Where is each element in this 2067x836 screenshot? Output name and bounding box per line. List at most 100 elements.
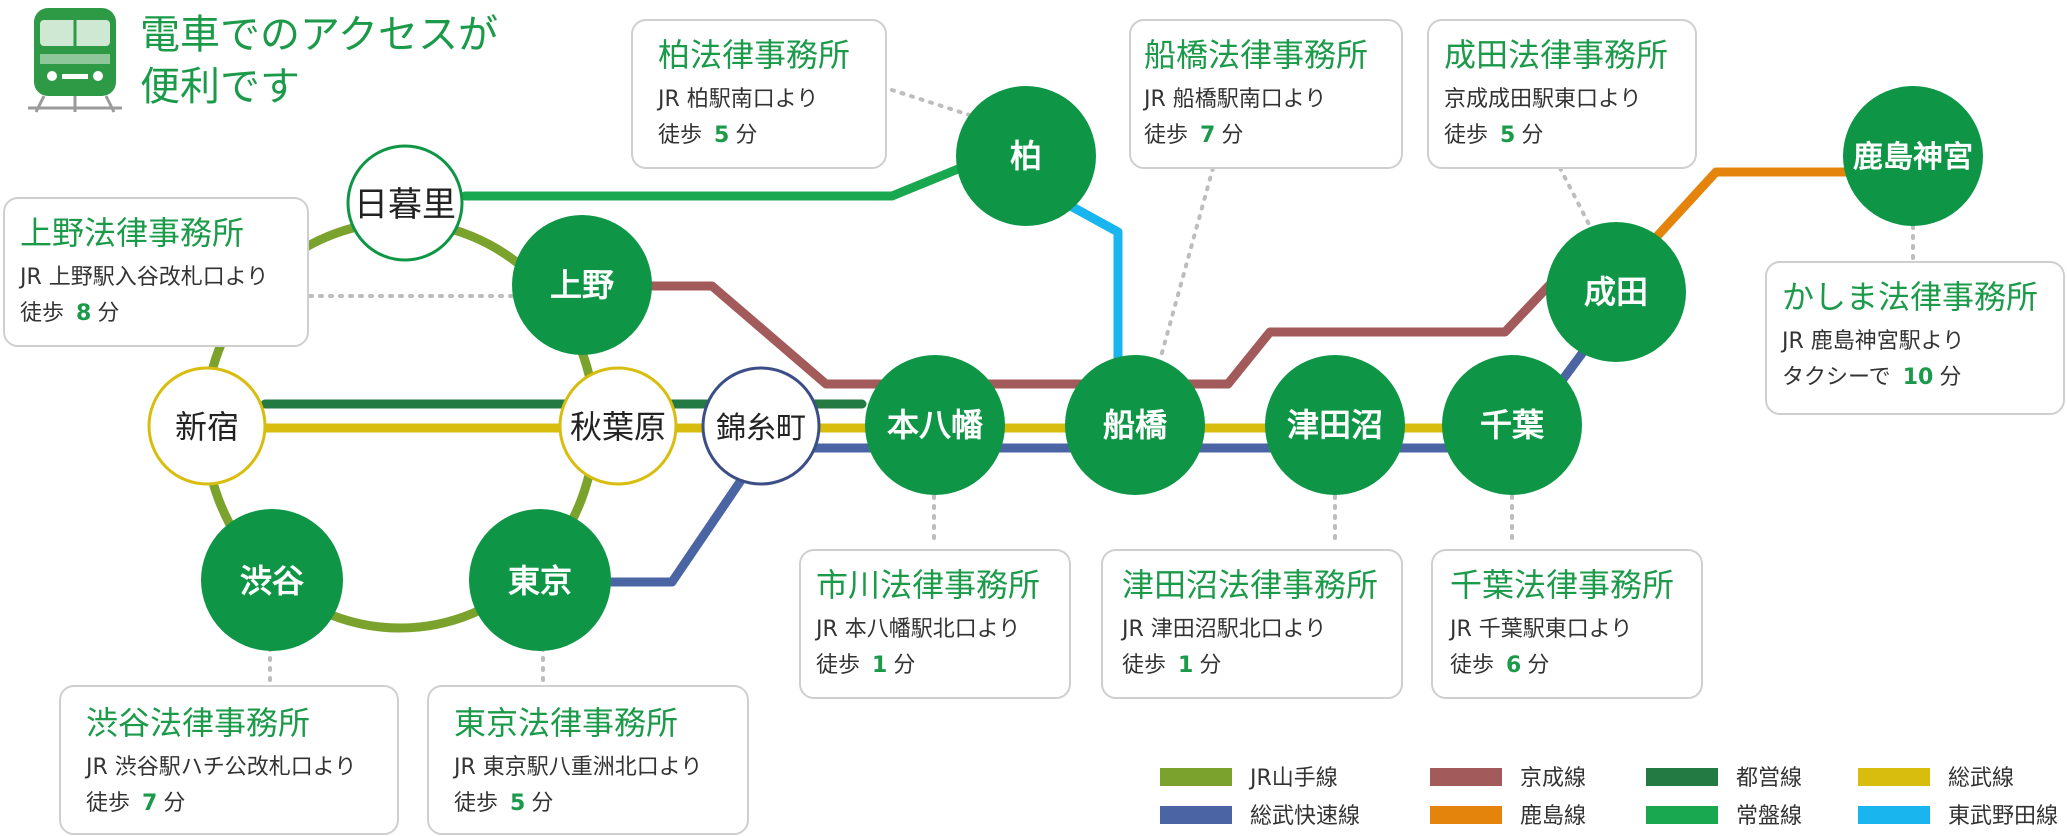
office-route: JR 柏駅南口より: [656, 87, 818, 112]
station-label: 日暮里: [354, 185, 456, 225]
station-shinjuku[interactable]: 新宿: [147, 366, 267, 486]
legend-label: 鹿島線: [1520, 804, 1586, 829]
legend-swatch: [1160, 768, 1232, 786]
office-name: 千葉法律事務所: [1450, 566, 1674, 604]
legend-item-keisei: 京成線: [1430, 766, 1586, 791]
legend-item-sobu-rapid: 総武快速線: [1160, 804, 1360, 829]
legend-swatch: [1430, 768, 1502, 786]
office-name: 東京法律事務所: [454, 704, 678, 742]
header-title-line2: 便利です: [140, 64, 300, 110]
station-tokyo[interactable]: 東京: [469, 509, 611, 651]
legend-swatch: [1160, 806, 1232, 824]
office-name: 渋谷法律事務所: [86, 704, 310, 742]
station-kashima-jingu[interactable]: 鹿島神宮: [1843, 86, 1983, 226]
legend-label: 東武野田線: [1948, 804, 2058, 829]
legend-swatch: [1858, 768, 1930, 786]
office-name: 津田沼法律事務所: [1122, 566, 1378, 604]
legend-label: 総武快速線: [1250, 804, 1360, 829]
office-route: JR 東京駅八重洲北口より: [452, 755, 702, 780]
connectors: [268, 88, 1915, 684]
connector-narita: [1558, 166, 1597, 238]
office-route: JR 千葉駅東口より: [1448, 617, 1632, 642]
legend-item-tobu-noda: 東武野田線: [1858, 804, 2058, 829]
office-name: 柏法律事務所: [658, 36, 850, 74]
legend-swatch: [1858, 806, 1930, 824]
station-kinshicho[interactable]: 錦糸町: [701, 366, 821, 486]
office-route: JR 船橋駅南口より: [1142, 87, 1326, 112]
station-label: 秋葉原: [570, 408, 666, 446]
station-label: 錦糸町: [716, 411, 806, 446]
legend-item-joban: 常盤線: [1646, 804, 1802, 829]
station-label: 船橋: [1103, 406, 1168, 444]
station-label: 千葉: [1480, 406, 1545, 444]
station-tsudanuma[interactable]: 津田沼: [1265, 355, 1405, 495]
office-name: 成田法律事務所: [1444, 36, 1668, 74]
station-label: 本八幡: [887, 406, 983, 444]
station-label: 成田: [1584, 273, 1648, 311]
legend-item-kashima: 鹿島線: [1430, 804, 1586, 829]
office-route: JR 上野駅入谷改札口より: [18, 265, 268, 290]
station-ueno[interactable]: 上野: [512, 215, 652, 355]
station-akihabara[interactable]: 秋葉原: [558, 366, 678, 486]
station-label: 鹿島神宮: [1853, 140, 1973, 175]
legend-label: 京成線: [1520, 766, 1586, 791]
office-name: かしま法律事務所: [1782, 278, 2038, 316]
office-route: JR 本八幡駅北口より: [814, 617, 1020, 642]
legend-item-yamanote: JR山手線: [1160, 766, 1338, 791]
legend-swatch: [1430, 806, 1502, 824]
station-shibuya[interactable]: 渋谷: [201, 509, 343, 651]
station-label: 渋谷: [240, 562, 304, 600]
legend: JR山手線 京成線 都営線 総武線 総武快速線 鹿島線 常盤線 東武野田線: [1160, 766, 2058, 829]
office-name: 上野法律事務所: [20, 214, 244, 252]
stations: 日暮里 新宿 秋葉原 錦糸町 上野 渋谷 東京: [147, 86, 1983, 651]
office-name: 市川法律事務所: [816, 566, 1040, 604]
office-route: JR 津田沼駅北口より: [1120, 617, 1326, 642]
station-funabashi[interactable]: 船橋: [1065, 355, 1205, 495]
legend-label: JR山手線: [1248, 766, 1338, 791]
legend-item-toei: 都営線: [1646, 766, 1802, 791]
station-label: 柏: [1010, 137, 1042, 175]
header-title-line1: 電車でのアクセスが: [140, 12, 498, 58]
legend-label: 総武線: [1948, 766, 2014, 791]
train-icon: [28, 8, 122, 113]
station-narita[interactable]: 成田: [1546, 222, 1686, 362]
line-joban: [460, 153, 990, 201]
office-route: JR 渋谷駅ハチ公改札口より: [84, 755, 356, 780]
station-kashiwa[interactable]: 柏: [956, 86, 1096, 226]
legend-swatch: [1646, 768, 1718, 786]
connector-funabashi: [1158, 166, 1215, 362]
legend-swatch: [1646, 806, 1718, 824]
station-label: 新宿: [175, 408, 239, 446]
line-kashima: [1645, 167, 1865, 249]
station-nippori[interactable]: 日暮里: [346, 144, 464, 262]
station-label: 東京: [508, 562, 572, 600]
legend-label: 常盤線: [1736, 804, 1802, 829]
line-keisei: [575, 235, 1597, 389]
station-chiba[interactable]: 千葉: [1442, 355, 1582, 495]
station-label: 津田沼: [1287, 406, 1383, 444]
station-label: 上野: [550, 266, 614, 304]
station-motoyawata[interactable]: 本八幡: [865, 355, 1005, 495]
legend-item-sobu: 総武線: [1858, 766, 2014, 791]
